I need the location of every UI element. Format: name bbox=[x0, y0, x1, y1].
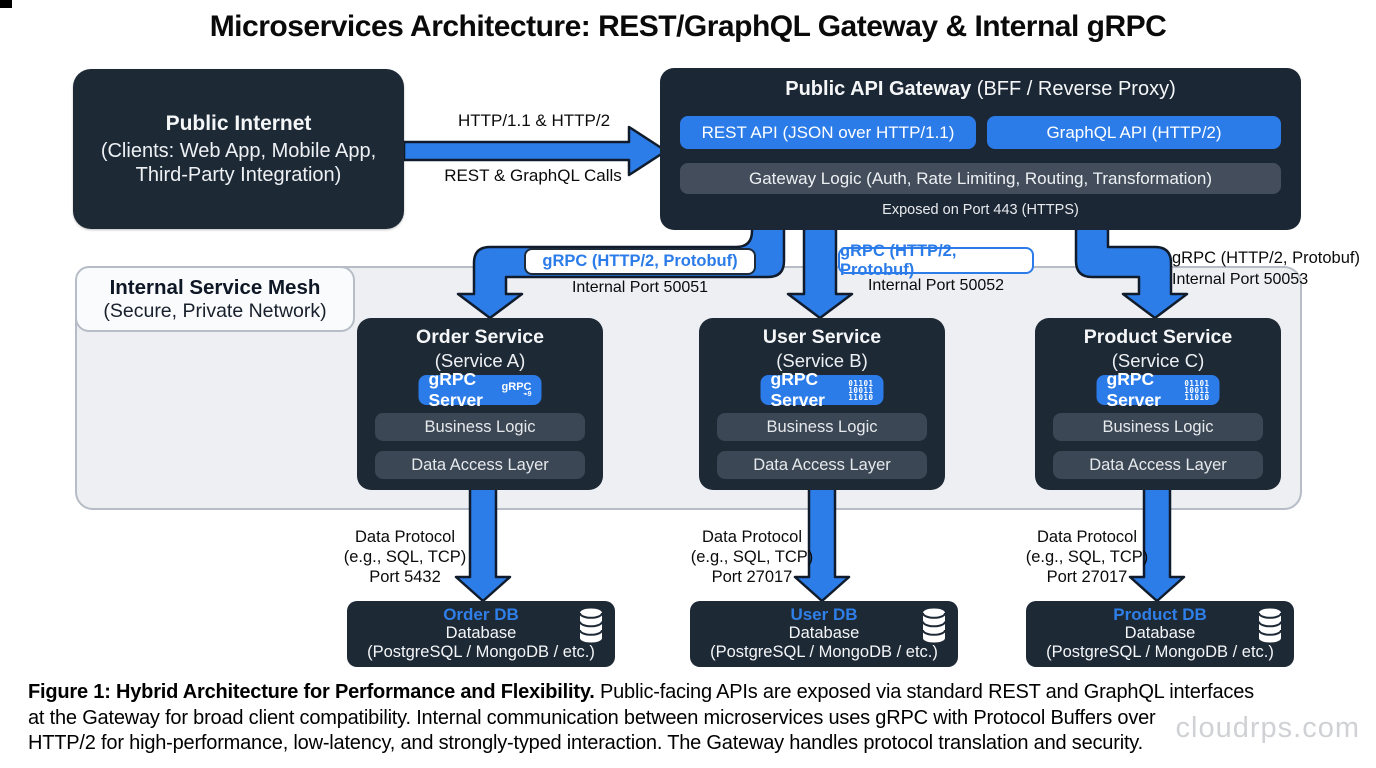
service-subtitle: (Service A) bbox=[434, 350, 526, 371]
gateway-logic-bar: Gateway Logic (Auth, Rate Limiting, Rout… bbox=[680, 163, 1281, 194]
client-arrow-protocol-label: HTTP/1.1 & HTTP/2 bbox=[457, 111, 611, 130]
public-internet-clients-line2: Third-Party Integration) bbox=[135, 163, 342, 186]
data-protocol-label: Data Protocol(e.g., SQL, TCP)Port 27017 bbox=[1025, 528, 1149, 586]
data-protocol-label: Data Protocol(e.g., SQL, TCP)Port 5432 bbox=[343, 528, 467, 586]
caption-line2: at the Gateway for broad client compatib… bbox=[28, 706, 1156, 729]
gateway-port-note: Exposed on Port 443 (HTTPS) bbox=[882, 202, 1079, 218]
product-db-node: Product DB Database (PostgreSQL / MongoD… bbox=[1026, 601, 1294, 667]
grpc-server-chip: gRPC Server gRPC⌁9 bbox=[418, 369, 542, 410]
arrow-user-to-db bbox=[793, 484, 851, 603]
caption-bold: Figure 1: Hybrid Architecture for Perfor… bbox=[28, 681, 595, 703]
arrow-order-to-db bbox=[454, 484, 512, 603]
order-db-node: Order DB Database (PostgreSQL / MongoDB … bbox=[347, 601, 615, 667]
business-logic-layer: Business Logic bbox=[717, 413, 927, 441]
database-cylinder-icon bbox=[922, 608, 946, 643]
database-cylinder-icon bbox=[579, 608, 603, 643]
database-cylinder-icon bbox=[1258, 608, 1282, 643]
data-access-layer: Data Access Layer bbox=[1053, 451, 1263, 479]
caption-line1: Public-facing APIs are exposed via stand… bbox=[594, 681, 1254, 703]
gateway-title: Public API Gateway (BFF / Reverse Proxy) bbox=[660, 78, 1301, 101]
service-name: User Service bbox=[762, 326, 882, 348]
data-protocol-label: Data Protocol(e.g., SQL, TCP)Port 27017 bbox=[690, 528, 814, 586]
page-title: Microservices Architecture: REST/GraphQL… bbox=[209, 10, 1167, 43]
mesh-subtitle: (Secure, Private Network) bbox=[103, 299, 327, 322]
business-logic-layer: Business Logic bbox=[1053, 413, 1263, 441]
arrow-gateway-to-user bbox=[786, 224, 854, 320]
business-logic-layer: Business Logic bbox=[375, 413, 585, 441]
db-type: Database bbox=[445, 624, 517, 642]
api-gateway-node: Public API Gateway (BFF / Reverse Proxy)… bbox=[660, 68, 1301, 230]
grpc-link-port: Internal Port 50051 bbox=[571, 279, 709, 296]
grpc-logo-icon: gRPC⌁9 bbox=[501, 381, 532, 399]
public-internet-clients-line1: (Clients: Web App, Mobile App, bbox=[100, 139, 377, 162]
caption-line3: HTTP/2 for high-performance, low-latency… bbox=[28, 732, 1143, 754]
grpc-link-port: Internal Port 50053 bbox=[1172, 271, 1309, 288]
figure-caption: Figure 1: Hybrid Architecture for Perfor… bbox=[28, 680, 1372, 757]
gateway-title-bold: Public API Gateway bbox=[785, 78, 972, 100]
product-service-node: Product Service (Service C) gRPC Server … bbox=[1035, 318, 1281, 490]
scan-artifact bbox=[0, 0, 12, 8]
service-subtitle: (Service B) bbox=[776, 350, 868, 371]
service-subtitle: (Service C) bbox=[1111, 350, 1205, 371]
arrow-gateway-to-product bbox=[1074, 224, 1189, 320]
gateway-title-rest: (BFF / Reverse Proxy) bbox=[971, 78, 1176, 100]
grpc-link-port: Internal Port 50052 bbox=[867, 277, 1005, 294]
service-mesh-label: Internal Service Mesh (Secure, Private N… bbox=[75, 266, 355, 332]
grpc-server-label: gRPC Server bbox=[1106, 369, 1162, 410]
order-service-node: Order Service (Service A) gRPC Server gR… bbox=[357, 318, 603, 490]
data-access-layer: Data Access Layer bbox=[717, 451, 927, 479]
db-name: Order DB bbox=[443, 605, 519, 624]
service-name: Order Service bbox=[416, 326, 544, 348]
public-internet-title: Public Internet bbox=[165, 111, 312, 135]
grpc-link-label: gRPC (HTTP/2, Protobuf) bbox=[838, 242, 1034, 279]
arrow-product-to-db bbox=[1128, 484, 1186, 603]
db-type: Database bbox=[1124, 624, 1196, 642]
rest-api-chip: REST API (JSON over HTTP/1.1) bbox=[680, 116, 976, 149]
graphql-api-chip: GraphQL API (HTTP/2) bbox=[987, 116, 1281, 149]
grpc-server-label: gRPC Server bbox=[428, 369, 484, 410]
grpc-server-label: gRPC Server bbox=[770, 369, 826, 410]
db-detail: (PostgreSQL / MongoDB / etc.) bbox=[1046, 643, 1274, 661]
db-detail: (PostgreSQL / MongoDB / etc.) bbox=[710, 643, 938, 661]
grpc-link-label: gRPC (HTTP/2, Protobuf) bbox=[524, 248, 756, 275]
watermark: cloudrps.com bbox=[1175, 712, 1360, 744]
public-internet-node: Public Internet (Clients: Web App, Mobil… bbox=[73, 69, 404, 229]
data-access-layer: Data Access Layer bbox=[375, 451, 585, 479]
user-service-node: User Service (Service B) gRPC Server 011… bbox=[699, 318, 945, 490]
arrow-client-to-gateway bbox=[402, 125, 668, 177]
user-db-node: User DB Database (PostgreSQL / MongoDB /… bbox=[690, 601, 958, 667]
db-name: Product DB bbox=[1113, 605, 1207, 624]
service-name: Product Service bbox=[1083, 326, 1233, 348]
db-type: Database bbox=[788, 624, 860, 642]
db-detail: (PostgreSQL / MongoDB / etc.) bbox=[367, 643, 595, 661]
grpc-link-label: gRPC (HTTP/2, Protobuf) bbox=[1172, 249, 1360, 267]
client-arrow-calls-label: REST & GraphQL Calls bbox=[444, 166, 622, 185]
mesh-title: Internal Service Mesh bbox=[109, 275, 321, 299]
db-name: User DB bbox=[790, 605, 858, 624]
